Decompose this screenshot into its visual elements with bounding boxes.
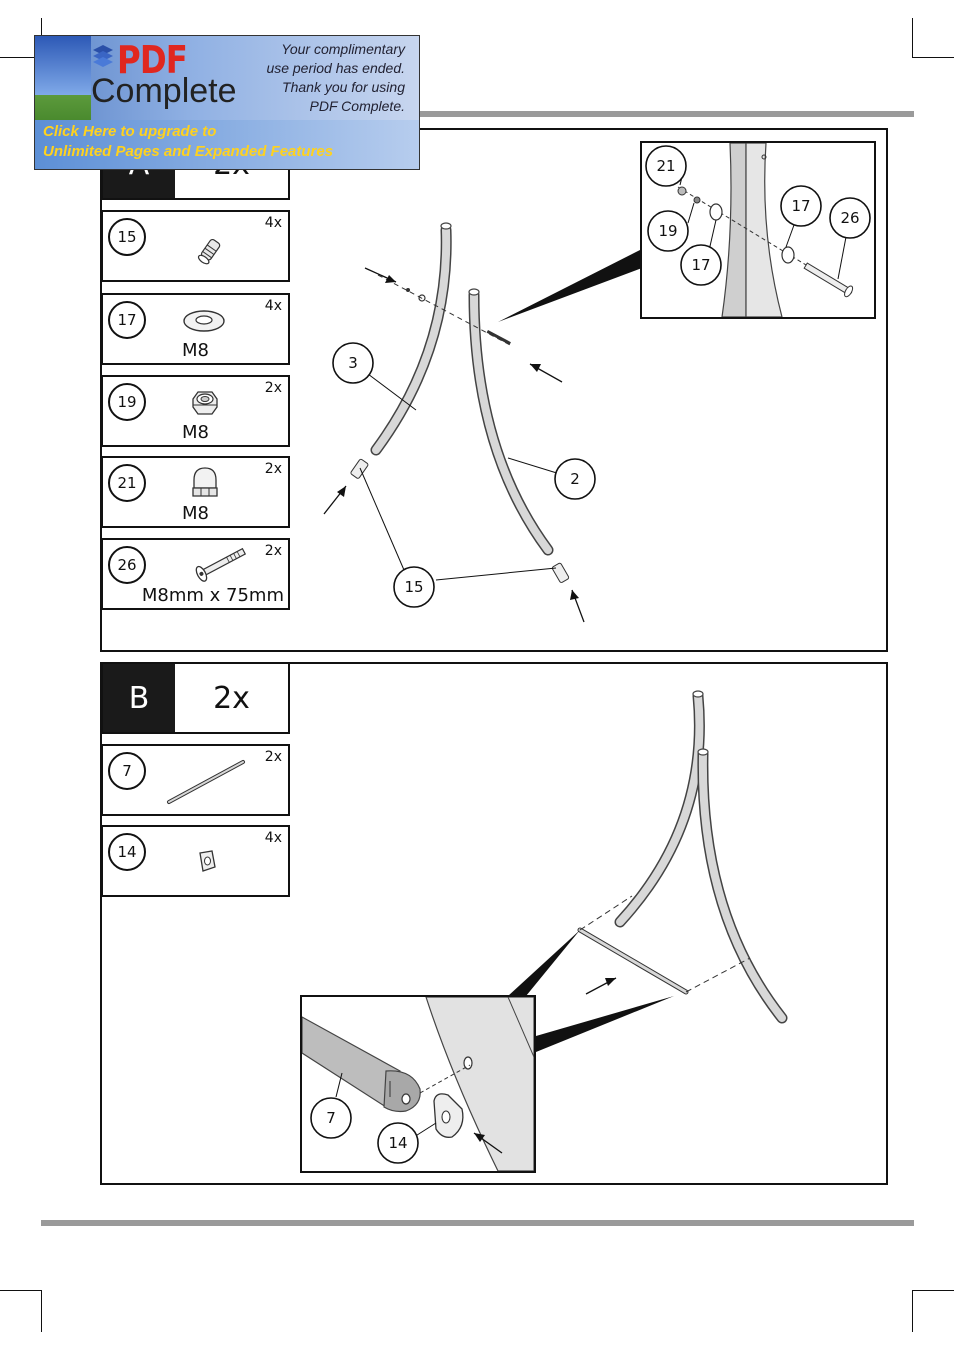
banner-brand: PDF [117,38,188,82]
part-spec: M8 [182,503,209,524]
crossbar-icon [167,760,245,804]
part-17: 17 4x M8 [101,293,290,365]
svg-text:17: 17 [691,256,710,274]
svg-text:17: 17 [791,197,810,215]
cta-line[interactable]: Unlimited Pages and Expanded Features [43,143,334,160]
step-a-callouts: 3 2 15 [332,342,596,608]
detail-callout-21: 21 [645,145,687,187]
detail-callout-7: 7 [310,1097,352,1139]
detail-callout-17-left: 17 [680,244,722,286]
lock-nut-icon [192,391,218,415]
banner-message: Your complimentary use period has ended.… [225,40,405,116]
part-count: 4x [264,298,282,314]
crop-mark [912,1290,913,1332]
part-21: 21 2x M8 [101,456,290,528]
message-line: Your complimentary [281,41,405,57]
crop-mark [912,1290,954,1291]
callout-3: 3 [332,342,374,384]
crop-mark [912,18,913,58]
part-number: 7 [108,752,146,790]
square-washer-icon [199,850,216,872]
part-14: 14 4x [101,825,290,897]
cta-line[interactable]: Click Here to upgrade to [43,123,217,140]
message-line: Thank you for using [282,79,405,95]
part-26: 26 2x M8mm x 75mm [101,538,290,610]
part-15: 15 4x [101,210,290,282]
part-count: 2x [264,380,282,396]
step-b-detail-illustration: 7 14 [302,997,534,1171]
part-count: 2x [264,749,282,765]
upgrade-banner[interactable]: PDF Complete Your complimentary use peri… [34,35,420,170]
step-b-quantity: 2x [213,680,250,716]
end-cap-icon [197,238,221,265]
message-line: PDF Complete. [309,98,405,114]
crop-mark [0,57,42,58]
svg-text:2: 2 [570,470,580,488]
part-count: 4x [264,215,282,231]
step-a-detail-illustration: 21 19 17 17 26 [645,143,871,317]
upgrade-link[interactable]: Click Here to upgrade to Unlimited Pages… [43,122,333,162]
part-number: 14 [108,833,146,871]
step-b-header: B 2x [101,662,290,734]
banner-brand-sub: Complete [91,72,237,110]
detail-callout-19: 19 [647,210,689,252]
svg-text:19: 19 [658,222,677,240]
step-a-illustration [323,222,642,623]
callout-2: 2 [554,458,596,500]
part-19: 19 2x M8 [101,375,290,447]
part-count: 4x [264,830,282,846]
callout-15: 15 [393,566,435,608]
part-count: 2x [264,543,282,559]
step-b-illustration [508,690,788,1052]
svg-text:15: 15 [404,578,423,596]
banner-cta-strip[interactable] [35,120,419,169]
part-7: 7 2x [101,744,290,816]
footer-rule [41,1220,914,1226]
banner-logo-image [35,36,91,120]
part-number: 15 [108,218,146,256]
message-line: use period has ended. [266,60,405,76]
stack-logo-icon [93,45,113,67]
detail-callout-17-right: 17 [780,185,822,227]
part-spec: M8 [182,340,209,361]
svg-text:26: 26 [840,209,859,227]
crop-mark [41,1290,42,1332]
bolt-icon [195,547,247,582]
crop-mark [912,57,954,58]
washer-icon [183,310,225,332]
part-number: 17 [108,301,146,339]
part-spec: M8 [182,422,209,443]
crop-mark [0,1290,42,1291]
part-number: 21 [108,464,146,502]
detail-callout-14: 14 [377,1122,419,1164]
part-spec: M8mm x 75mm [141,585,284,606]
svg-text:3: 3 [348,354,358,372]
header-rule [41,111,914,117]
svg-text:14: 14 [388,1134,407,1152]
svg-text:7: 7 [326,1109,336,1127]
step-b-letter: B [103,664,175,732]
part-number: 19 [108,383,146,421]
part-count: 2x [264,461,282,477]
svg-text:21: 21 [656,157,675,175]
cap-nut-icon [192,467,218,497]
detail-callout-26: 26 [829,197,871,239]
part-number: 26 [108,546,146,584]
